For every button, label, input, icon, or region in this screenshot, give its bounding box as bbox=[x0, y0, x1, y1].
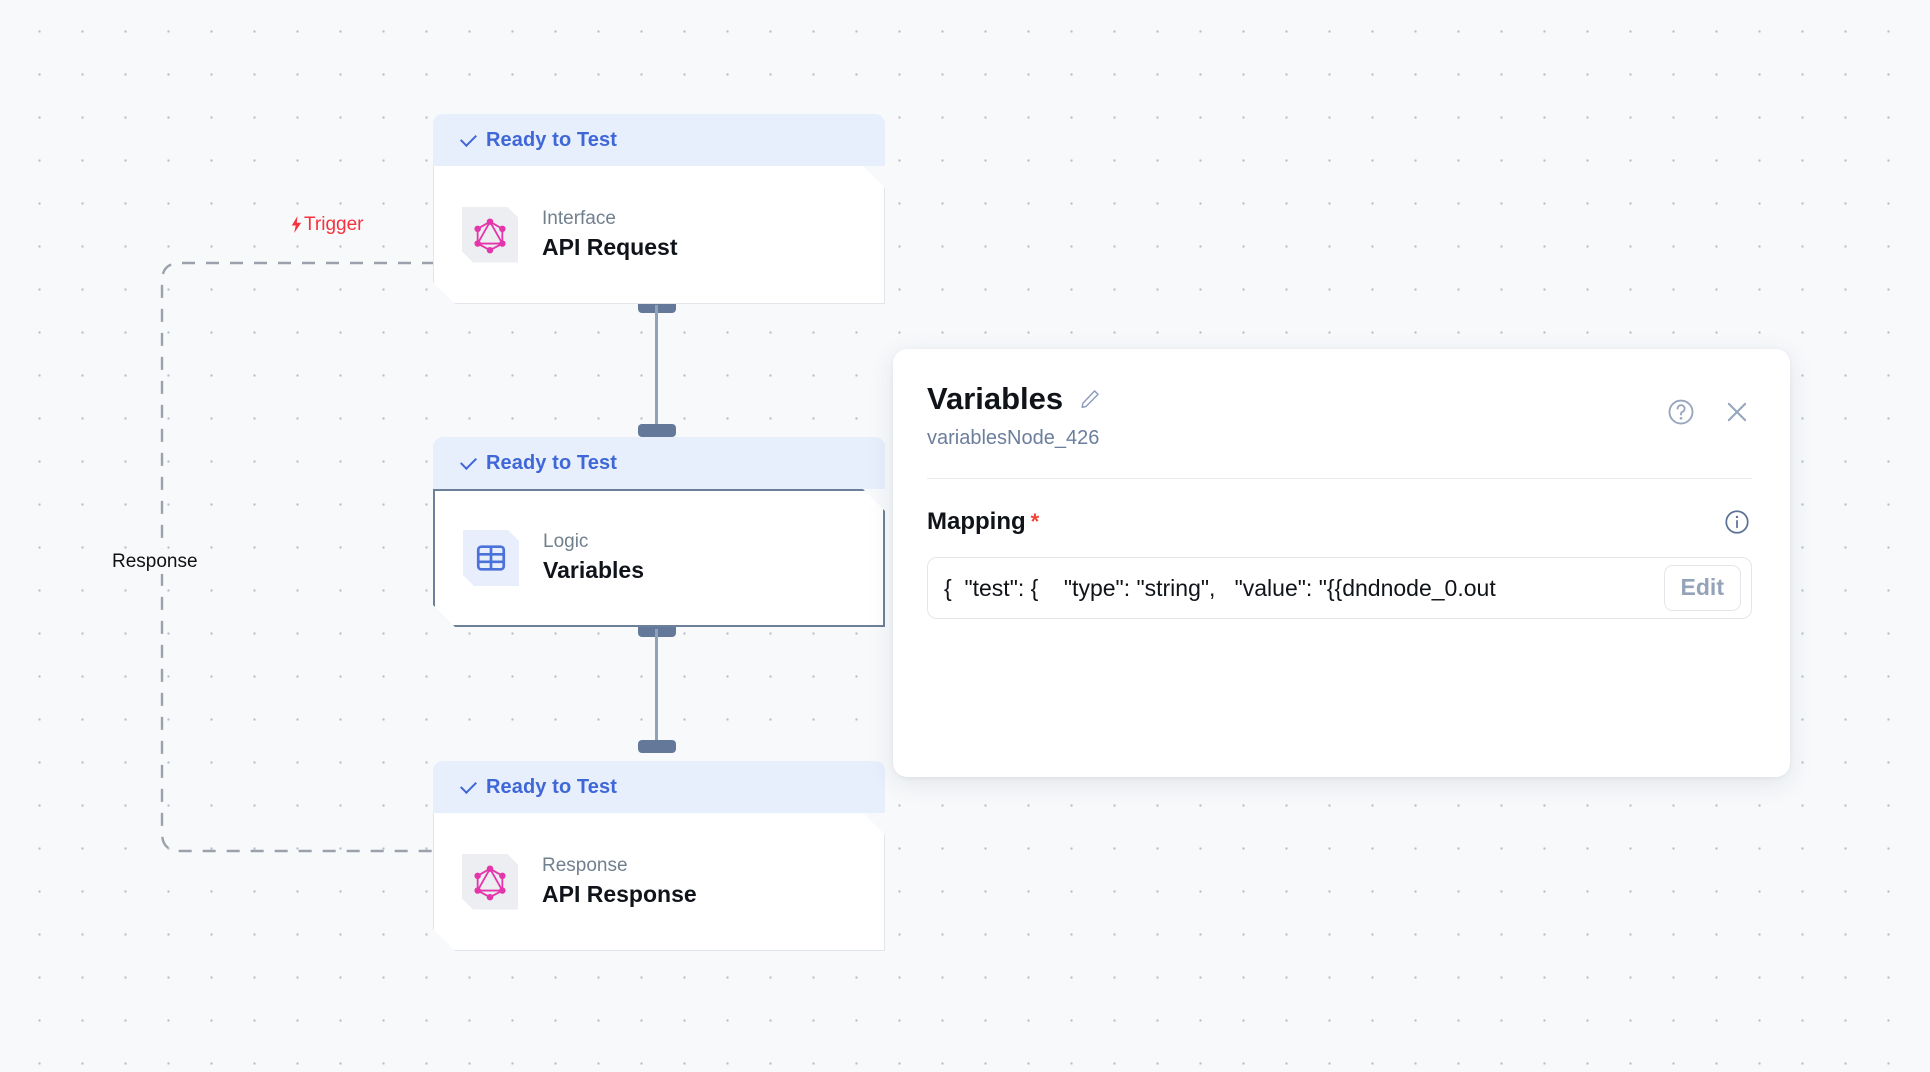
mapping-label-group: Mapping * bbox=[927, 508, 1039, 536]
mapping-field-header: Mapping * bbox=[927, 507, 1752, 537]
check-icon bbox=[459, 778, 477, 796]
node-properties-panel[interactable]: Variables variablesNode_426 bbox=[893, 349, 1790, 777]
edge-label-trigger: Trigger bbox=[284, 212, 370, 237]
graphql-icon bbox=[462, 854, 518, 910]
edge-label-response-text: Response bbox=[112, 551, 198, 572]
node-title-label: API Response bbox=[542, 880, 697, 907]
node-handle-variables-top[interactable] bbox=[638, 424, 676, 437]
node-body-api-response[interactable]: Response API Response bbox=[433, 813, 885, 951]
node-status-api-request: Ready to Test bbox=[433, 114, 885, 166]
node-status-label: Ready to Test bbox=[486, 775, 617, 798]
node-body-variables[interactable]: Logic Variables bbox=[433, 489, 885, 627]
panel-node-id: variablesNode_426 bbox=[927, 426, 1100, 449]
graphql-icon bbox=[462, 207, 518, 263]
connector-line-1 bbox=[655, 305, 658, 427]
mapping-edit-button[interactable]: Edit bbox=[1663, 564, 1741, 611]
mapping-label: Mapping bbox=[927, 507, 1026, 535]
node-status-api-response: Ready to Test bbox=[433, 761, 885, 813]
node-status-label: Ready to Test bbox=[486, 451, 617, 474]
required-marker: * bbox=[1030, 508, 1040, 534]
bolt-icon bbox=[291, 216, 302, 233]
node-kind-label: Logic bbox=[543, 531, 589, 553]
help-circle-icon[interactable] bbox=[1666, 397, 1696, 427]
pencil-icon[interactable] bbox=[1075, 384, 1105, 414]
mapping-input-value: { "test": { "type": "string", "value": "… bbox=[944, 574, 1496, 601]
close-icon[interactable] bbox=[1722, 397, 1752, 427]
node-text-api-response: Response API Response bbox=[542, 856, 697, 907]
panel-header: Variables variablesNode_426 bbox=[927, 381, 1752, 450]
connector-line-2 bbox=[655, 629, 658, 743]
panel-actions bbox=[1666, 397, 1752, 427]
node-text-variables: Logic Variables bbox=[543, 532, 644, 583]
node-variables[interactable]: Ready to Test Logic Variables bbox=[433, 437, 885, 627]
node-handle-api-response-top[interactable] bbox=[638, 740, 676, 753]
node-api-request[interactable]: Ready to Test bbox=[433, 114, 885, 304]
node-status-label: Ready to Test bbox=[486, 128, 617, 151]
node-kind-label: Interface bbox=[542, 207, 616, 229]
mapping-input[interactable]: { "test": { "type": "string", "value": "… bbox=[927, 556, 1752, 619]
node-status-variables: Ready to Test bbox=[433, 437, 885, 489]
node-body-api-request[interactable]: Interface API Request bbox=[433, 166, 885, 304]
table-grid-icon bbox=[463, 530, 519, 586]
node-kind-label: Response bbox=[542, 854, 628, 876]
panel-title-row: Variables bbox=[927, 381, 1105, 416]
check-icon bbox=[459, 131, 477, 149]
node-title-label: Variables bbox=[543, 557, 645, 584]
node-title-label: API Request bbox=[542, 233, 678, 260]
edge-label-response: Response bbox=[106, 549, 204, 574]
edge-label-trigger-text: Trigger bbox=[304, 214, 364, 235]
panel-title: Variables bbox=[927, 381, 1064, 416]
info-circle-icon[interactable] bbox=[1722, 507, 1752, 537]
node-api-response[interactable]: Ready to Test bbox=[433, 761, 885, 951]
node-text-api-request: Interface API Request bbox=[542, 209, 677, 260]
panel-divider bbox=[927, 477, 1752, 479]
check-icon bbox=[459, 454, 477, 472]
